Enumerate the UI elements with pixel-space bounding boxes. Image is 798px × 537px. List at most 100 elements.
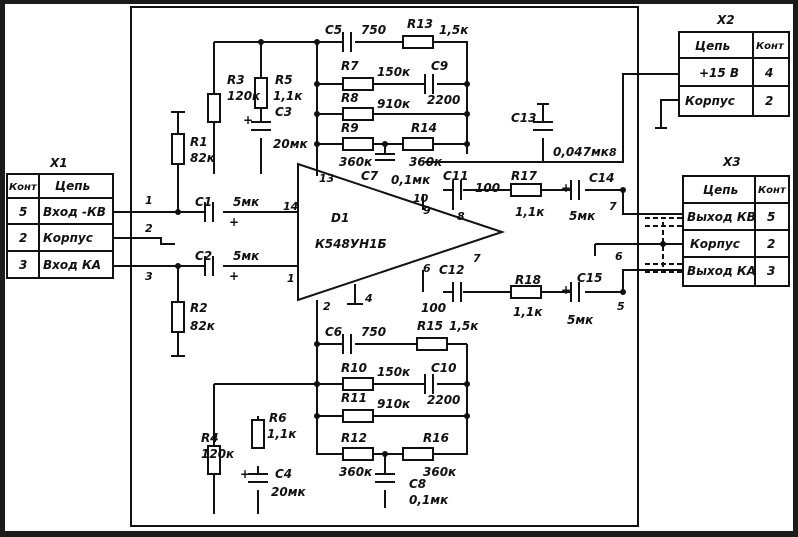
chip-pin-14: 14 <box>283 200 298 213</box>
resistor-r11-body <box>342 409 374 423</box>
chip-pin-2: 2 <box>323 300 331 313</box>
label-c4-ref: C4 <box>275 467 292 481</box>
label-r9-value: 360к <box>339 155 373 169</box>
resistor-r10-body <box>342 377 374 391</box>
x3-pin: 3 <box>767 264 775 278</box>
wire-pin-7: 7 <box>609 200 617 213</box>
x2-title: X2 <box>716 13 735 27</box>
label-r6-ref: R6 <box>269 411 287 425</box>
label-c7-ref: C7 <box>361 169 379 183</box>
x2-net: +15 В <box>699 66 739 80</box>
wire-pin-2: 2 <box>145 222 153 235</box>
label-c13-ref: C13 <box>511 111 537 125</box>
capacitor-c8-plates <box>375 473 395 483</box>
c2-polarity: + <box>229 269 239 283</box>
label-c4-value: 20мк <box>271 485 307 499</box>
capacitor-c7-plates <box>375 153 395 161</box>
label-r7-ref: R7 <box>341 59 359 73</box>
label-c1-value: 5мк <box>233 195 260 209</box>
x1-connector-table <box>6 173 114 279</box>
resistor-r16-body <box>402 447 434 461</box>
label-r5-value: 1,1к <box>273 89 303 103</box>
label-c8-value: 0,1мк <box>409 493 449 507</box>
x1-net: Вход -КВ <box>43 205 106 219</box>
x2-net: Корпус <box>685 94 735 108</box>
chip-part-number: К548УН1Б <box>315 237 387 251</box>
resistor-r14-body <box>402 137 434 151</box>
label-r15-value: 1,5к <box>449 319 479 333</box>
chip-designator: D1 <box>331 211 349 225</box>
chip-pin-10: 10 <box>413 192 429 205</box>
label-r1-value: 82к <box>190 151 216 165</box>
x1-pin: 2 <box>19 231 27 245</box>
x3-pin: 2 <box>767 237 775 251</box>
resistor-r18-body <box>510 285 542 299</box>
label-c3-value: 20мк <box>273 137 309 151</box>
label-c15-ref: C15 <box>577 271 603 285</box>
resistor-r5-body <box>254 77 268 109</box>
label-r13-ref: R13 <box>407 17 433 31</box>
label-c2-value: 5мк <box>233 249 260 263</box>
x2-pin: 2 <box>765 94 773 108</box>
schematic-sheet: X1 Конт Цепь 5 Вход -КВ 2 Корпус 3 Вход … <box>5 4 793 531</box>
label-c11-value: 100 <box>475 181 500 195</box>
capacitor-c15-plates <box>570 282 580 302</box>
capacitor-c2-plates <box>204 256 214 276</box>
label-r13-value: 1,5к <box>439 23 469 37</box>
label-r16-value: 360к <box>423 465 457 479</box>
label-c9-value: 2200 <box>427 93 460 107</box>
label-r10-value: 150к <box>377 365 411 379</box>
capacitor-c9-plates <box>424 74 434 94</box>
label-c1-ref: C1 <box>195 195 212 209</box>
label-r14-value: 360к <box>409 155 443 169</box>
label-r17-value: 1,1к <box>515 205 545 219</box>
label-r4-ref: R4 <box>201 431 219 445</box>
label-c12-value: 100 <box>421 301 446 315</box>
label-r18-value: 1,1к <box>513 305 543 319</box>
label-c6-value: 750 <box>361 325 386 339</box>
resistor-r4-body <box>207 445 221 475</box>
x2-header-pin: Конт <box>756 41 785 52</box>
schematic-diagram: X1 Конт Цепь 5 Вход -КВ 2 Корпус 3 Вход … <box>6 6 790 527</box>
label-r4-value: 120к <box>201 447 235 461</box>
x1-net: Вход КА <box>43 258 101 272</box>
label-r5-ref: R5 <box>275 73 293 87</box>
label-r3-ref: R3 <box>227 73 245 87</box>
label-r3-value: 120к <box>227 89 261 103</box>
label-c13-value: 0,047мк <box>553 145 610 159</box>
x2-connector-table <box>678 31 790 117</box>
junction-dots <box>175 39 666 457</box>
capacitor-c1-plates <box>204 202 214 222</box>
label-r7-value: 150к <box>377 65 411 79</box>
x1-pin: 5 <box>19 205 27 219</box>
resistor-r1-body <box>171 133 185 165</box>
capacitor-plates <box>204 32 580 483</box>
label-c8-ref: C8 <box>409 477 426 491</box>
label-r18-ref: R18 <box>515 273 541 287</box>
capacitor-c6-plates <box>342 334 352 354</box>
label-r6-value: 1,1к <box>267 427 297 441</box>
resistor-r13-body <box>402 35 434 49</box>
x3-header-pin: Конт <box>758 185 787 196</box>
label-r12-ref: R12 <box>341 431 367 445</box>
label-r10-ref: R10 <box>341 361 367 375</box>
capacitor-c13-plates <box>533 121 553 131</box>
label-c11-ref: C11 <box>443 169 469 183</box>
label-c14-value: 5мк <box>569 209 596 223</box>
chip-pin-9: 9 <box>423 204 431 217</box>
label-r11-value: 910к <box>377 397 411 411</box>
capacitor-c4-plates <box>248 473 268 483</box>
label-r15-ref: R15 <box>417 319 443 333</box>
label-c12-ref: C12 <box>439 263 465 277</box>
c14-polarity: + <box>561 181 571 195</box>
wire-pin-1: 1 <box>145 194 153 207</box>
capacitor-c11-plates <box>452 180 462 200</box>
resistor-r3-body <box>207 93 221 123</box>
resistor-r6-body <box>251 419 265 449</box>
resistor-r17-body <box>510 183 542 197</box>
resistor-r15-body <box>416 337 448 351</box>
c4-polarity: + <box>240 467 250 481</box>
label-c5-value: 750 <box>361 23 386 37</box>
x1-net: Корпус <box>43 231 93 245</box>
label-c7-value: 0,1мк <box>391 173 431 187</box>
